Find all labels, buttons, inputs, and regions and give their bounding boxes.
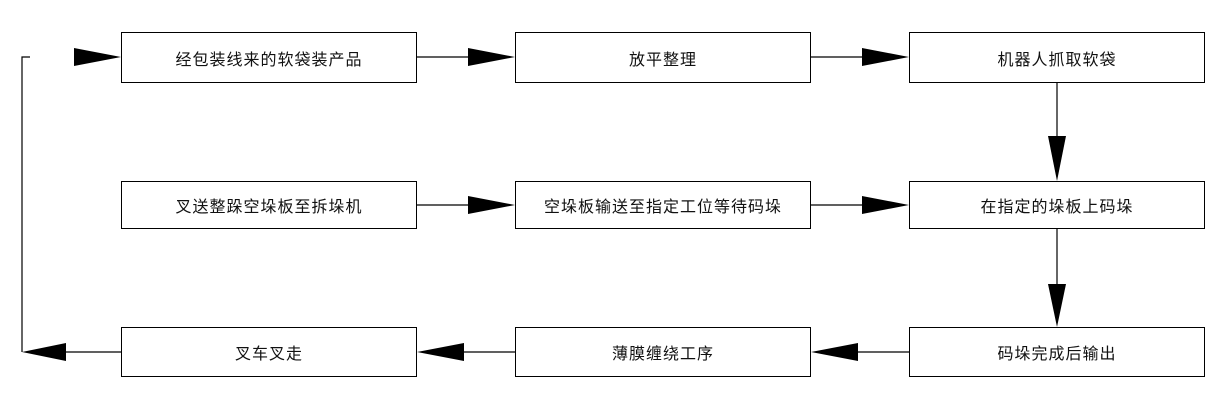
step-flatten-label: 放平整理 <box>628 49 697 69</box>
step-fork-empty-pallets-label: 叉送整跺空垛板至拆垛机 <box>175 197 363 216</box>
step-stack-on-pallet-label: 在指定的垛板上码垛 <box>980 197 1134 216</box>
step-output-label: 码垛完成后输出 <box>997 344 1117 363</box>
arrowhead-to-flatten <box>468 48 515 66</box>
arrowhead-to-forklift <box>417 343 464 361</box>
step-flatten: 放平整理 <box>515 32 811 83</box>
step-pallet-convey: 空垛板输送至指定工位等待码垛 <box>515 181 811 229</box>
step-fork-empty-pallets: 叉送整跺空垛板至拆垛机 <box>121 181 417 229</box>
arrowhead-to-robot <box>862 48 909 66</box>
step-robot-grab-label: 机器人抓取软袋 <box>997 49 1117 69</box>
step-stack-on-pallet: 在指定的垛板上码垛 <box>909 181 1205 229</box>
arrowhead-loop-to-incoming <box>74 48 121 66</box>
step-incoming-bags-label: 经包装线来的软袋装产品 <box>175 49 363 69</box>
step-forklift-away: 叉车叉走 <box>121 327 417 377</box>
step-film-wrap-label: 薄膜缠绕工序 <box>611 344 714 363</box>
step-robot-grab: 机器人抓取软袋 <box>909 32 1205 83</box>
arrowhead-forklift-out <box>22 343 66 361</box>
arrowhead-to-stack-down <box>1048 136 1066 181</box>
arrowhead-to-convey <box>468 196 515 214</box>
step-pallet-convey-label: 空垛板输送至指定工位等待码垛 <box>543 197 782 216</box>
arrowhead-to-stack <box>862 196 909 214</box>
arrowhead-to-output-down <box>1048 284 1066 327</box>
connector-loop-back <box>21 56 30 352</box>
arrowhead-to-wrap <box>811 343 858 361</box>
step-incoming-bags: 经包装线来的软袋装产品 <box>121 32 417 83</box>
step-forklift-away-label: 叉车叉走 <box>234 344 303 363</box>
step-film-wrap: 薄膜缠绕工序 <box>515 327 811 377</box>
step-output: 码垛完成后输出 <box>909 327 1205 377</box>
